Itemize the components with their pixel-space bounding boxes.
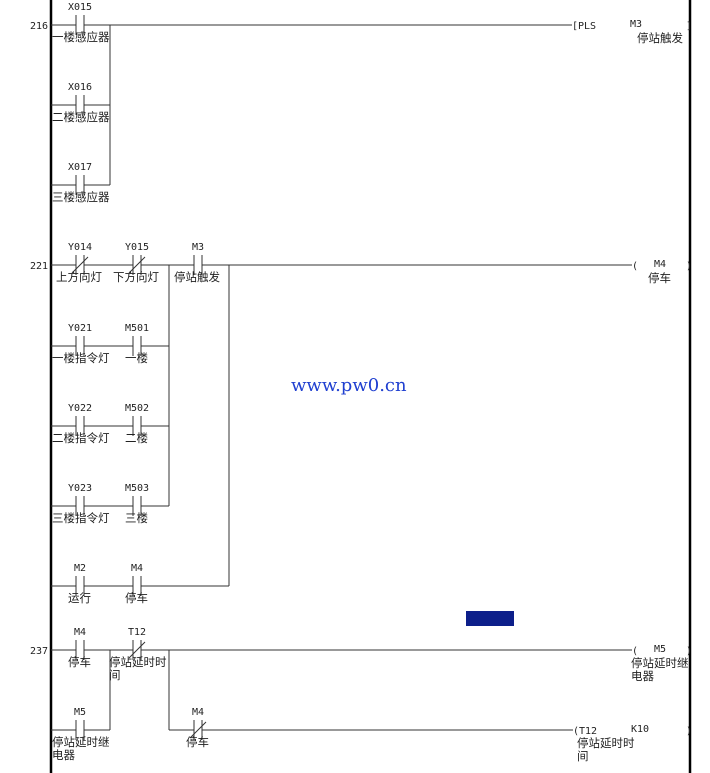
instruction-output[interactable]: [PLS M3]停站触发 — [572, 19, 692, 45]
output-open: ( — [632, 646, 638, 657]
normally-open-contact[interactable]: M502 二楼 — [125, 403, 149, 445]
normally-open-contact[interactable]: M501 一楼 — [125, 323, 149, 365]
contact-comment: 一楼指令灯 — [52, 351, 110, 365]
normally-open-contact[interactable]: M503 三楼 — [125, 483, 149, 525]
selection-marker — [466, 611, 514, 626]
contact-comment: 二楼 — [125, 431, 148, 445]
contact-address: Y015 — [125, 242, 149, 253]
contact-address: Y022 — [68, 403, 92, 414]
step-number: 221 — [30, 261, 48, 272]
contact-comment: 停站延时时间 — [109, 655, 167, 682]
normally-open-contact[interactable]: X015 一楼感应器 — [52, 2, 110, 44]
normally-open-contact[interactable]: M4 停车 — [68, 627, 91, 669]
contact-address: T12 — [128, 627, 146, 638]
contact-comment: 下方向灯 — [113, 270, 159, 284]
contact-comment: 三楼 — [125, 511, 148, 525]
output-close: ) — [686, 646, 692, 657]
contact-address: M502 — [125, 403, 149, 414]
contact-comment: 运行 — [68, 591, 91, 605]
output-operand: M4 — [654, 259, 666, 270]
contact-address: M3 — [192, 242, 204, 253]
contact-comment: 三楼感应器 — [52, 190, 110, 204]
contact-comment: 停车 — [186, 735, 209, 749]
contact-address: Y014 — [68, 242, 92, 253]
normally-closed-contact[interactable]: T12 停站延时时间 — [109, 627, 167, 682]
contact-address: X015 — [68, 2, 92, 13]
contact-address: X016 — [68, 82, 92, 93]
normally-open-contact[interactable]: Y021 一楼指令灯 — [52, 323, 110, 365]
contact-comment: 二楼感应器 — [52, 110, 110, 124]
timer-output[interactable]: (T12 K10) 停站延时时间 — [573, 724, 692, 763]
contact-address: M2 — [74, 563, 86, 574]
contact-address: M503 — [125, 483, 149, 494]
contact-address: M501 — [125, 323, 149, 334]
step-number: 237 — [30, 646, 48, 657]
output-comment: 停站延时继电器 — [631, 656, 689, 683]
contact-address: Y023 — [68, 483, 92, 494]
contact-comment: 一楼 — [125, 351, 148, 365]
contact-comment: 上方向灯 — [56, 270, 102, 284]
normally-open-contact[interactable]: M2 运行 — [68, 563, 91, 605]
watermark: www.pw0.cn — [291, 375, 407, 396]
coil-output[interactable]: ( M4) 停车 — [632, 259, 692, 285]
output-open: ( — [632, 261, 638, 272]
contact-address: X017 — [68, 162, 92, 173]
normally-closed-contact[interactable]: Y014 上方向灯 — [56, 242, 102, 284]
contact-address: M4 — [74, 627, 86, 638]
output-comment: 停站延时时间 — [577, 736, 635, 763]
output-open: [PLS — [572, 21, 596, 32]
contact-address: M4 — [131, 563, 143, 574]
output-comment: 停站触发 — [637, 31, 683, 45]
normally-open-contact[interactable]: X017 三楼感应器 — [52, 162, 110, 204]
output-comment: 停车 — [648, 271, 671, 285]
contact-address: Y021 — [68, 323, 92, 334]
normally-open-contact[interactable]: M5 停站延时继电器 — [52, 707, 110, 762]
normally-open-contact[interactable]: Y022 二楼指令灯 — [52, 403, 110, 445]
normally-open-contact[interactable]: M4 停车 — [125, 563, 148, 605]
normally-open-contact[interactable]: X016 二楼感应器 — [52, 82, 110, 124]
ladder-elements: 216 X015 一楼感应器 X016 二楼感应器 X017 三楼感应器 221 Y014 上方向… — [30, 2, 692, 763]
output-operand: M3 — [630, 19, 642, 30]
output-close: ) — [686, 726, 692, 737]
output-close: ] — [686, 21, 692, 32]
contact-comment: 停车 — [68, 655, 91, 669]
output-close: ) — [686, 261, 692, 272]
contact-address: M5 — [74, 707, 86, 718]
contact-comment: 二楼指令灯 — [52, 431, 110, 445]
output-operand: M5 — [654, 644, 666, 655]
step-number: 216 — [30, 21, 48, 32]
contact-comment: 停站触发 — [174, 270, 220, 284]
normally-closed-contact[interactable]: M4 停车 — [186, 707, 209, 749]
normally-open-contact[interactable]: Y023 三楼指令灯 — [52, 483, 110, 525]
contact-comment: 停车 — [125, 591, 148, 605]
contact-address: M4 — [192, 707, 204, 718]
contact-comment: 一楼感应器 — [52, 30, 110, 44]
contact-comment: 三楼指令灯 — [52, 511, 110, 525]
coil-output[interactable]: ( M5)停站延时继电器 — [631, 644, 692, 683]
normally-closed-contact[interactable]: Y015 下方向灯 — [113, 242, 159, 284]
output-open: (T12 — [573, 726, 597, 737]
contact-comment: 停站延时继电器 — [52, 735, 110, 762]
normally-open-contact[interactable]: M3 停站触发 — [174, 242, 220, 284]
output-operand: K10 — [631, 724, 649, 735]
